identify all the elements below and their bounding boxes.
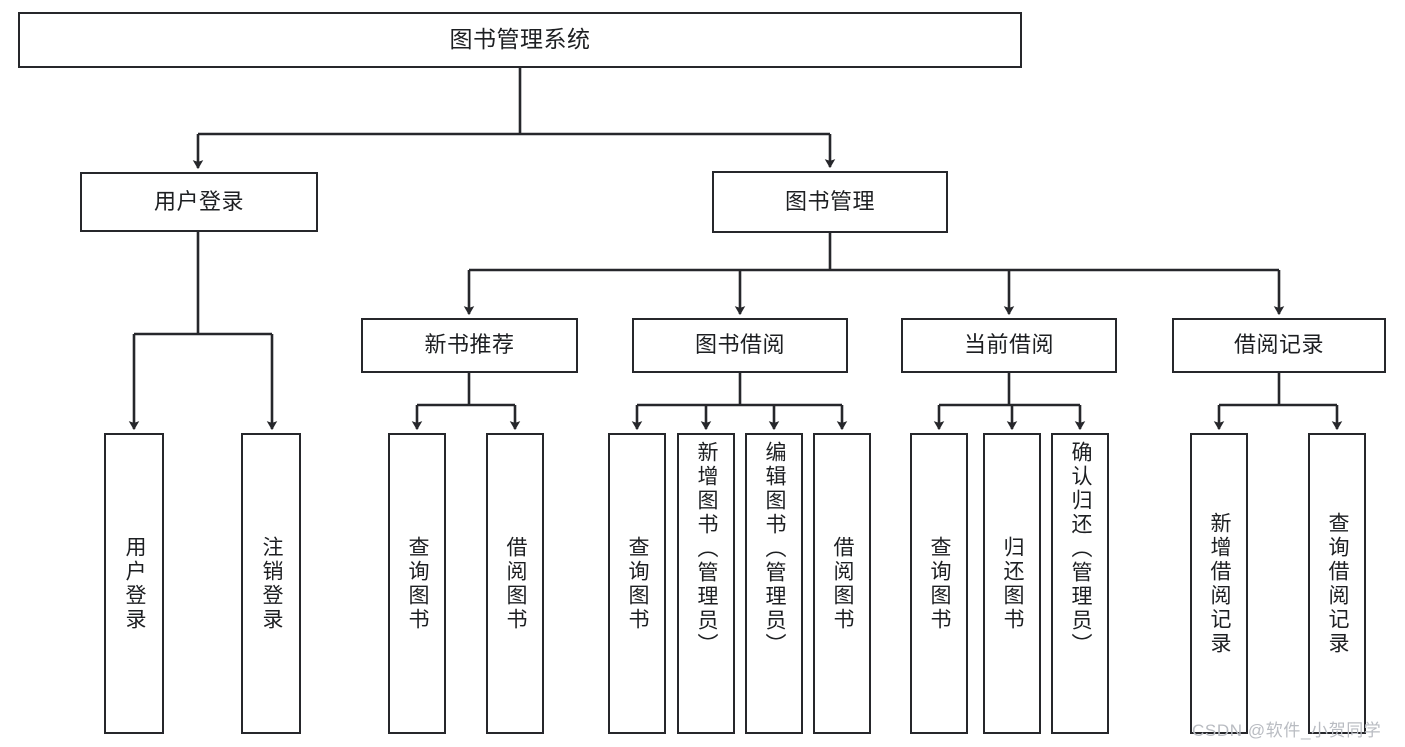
leaf-query-record-label: 查询借阅记录 [1326,511,1350,656]
leaf-edit-book[interactable]: 编辑图书（管理员） [745,433,803,734]
leaf-user-login[interactable]: 用户登录 [104,433,164,734]
leaf-query-book-3-label: 查询图书 [928,535,952,632]
leaf-add-book-label: 新增图书（管理员） [695,441,719,657]
node-user-login[interactable]: 用户登录 [80,172,318,232]
node-current-borrow-label: 当前借阅 [963,332,1054,358]
leaf-add-record-label: 新增借阅记录 [1208,511,1232,656]
node-new-book-recommend[interactable]: 新书推荐 [361,318,578,373]
leaf-user-logout[interactable]: 注销登录 [241,433,301,734]
node-borrow-record[interactable]: 借阅记录 [1172,318,1386,373]
leaf-query-book-2-label: 查询图书 [626,535,650,632]
node-current-borrow[interactable]: 当前借阅 [901,318,1117,373]
leaf-query-book-1[interactable]: 查询图书 [388,433,446,734]
node-book-borrow-label: 图书借阅 [694,332,785,358]
leaf-user-logout-label: 注销登录 [260,535,284,632]
node-book-manage-label: 图书管理 [784,188,875,214]
leaf-return-book[interactable]: 归还图书 [983,433,1041,734]
node-new-book-recommend-label: 新书推荐 [424,332,515,358]
leaf-query-record[interactable]: 查询借阅记录 [1308,433,1366,734]
leaf-add-record[interactable]: 新增借阅记录 [1190,433,1248,734]
node-book-borrow[interactable]: 图书借阅 [632,318,848,373]
leaf-borrow-book-1[interactable]: 借阅图书 [486,433,544,734]
leaf-add-book[interactable]: 新增图书（管理员） [677,433,735,734]
leaf-confirm-return[interactable]: 确认归还（管理员） [1051,433,1109,734]
node-borrow-record-label: 借阅记录 [1233,332,1324,358]
node-root-label: 图书管理系统 [449,26,591,53]
leaf-query-book-3[interactable]: 查询图书 [910,433,968,734]
csdn-watermark: CSDN @软件_小贺同学 [1192,721,1382,740]
leaf-query-book-1-label: 查询图书 [406,535,430,632]
leaf-user-login-label: 用户登录 [123,535,147,632]
leaf-borrow-book-2[interactable]: 借阅图书 [813,433,871,734]
node-book-manage[interactable]: 图书管理 [712,171,948,233]
node-root[interactable]: 图书管理系统 [18,12,1022,68]
leaf-return-book-label: 归还图书 [1001,535,1025,632]
node-user-login-label: 用户登录 [153,188,244,214]
leaf-borrow-book-2-label: 借阅图书 [831,535,855,632]
leaf-borrow-book-1-label: 借阅图书 [504,535,528,632]
leaf-edit-book-label: 编辑图书（管理员） [763,441,787,657]
leaf-query-book-2[interactable]: 查询图书 [608,433,666,734]
leaf-confirm-return-label: 确认归还（管理员） [1069,441,1093,657]
